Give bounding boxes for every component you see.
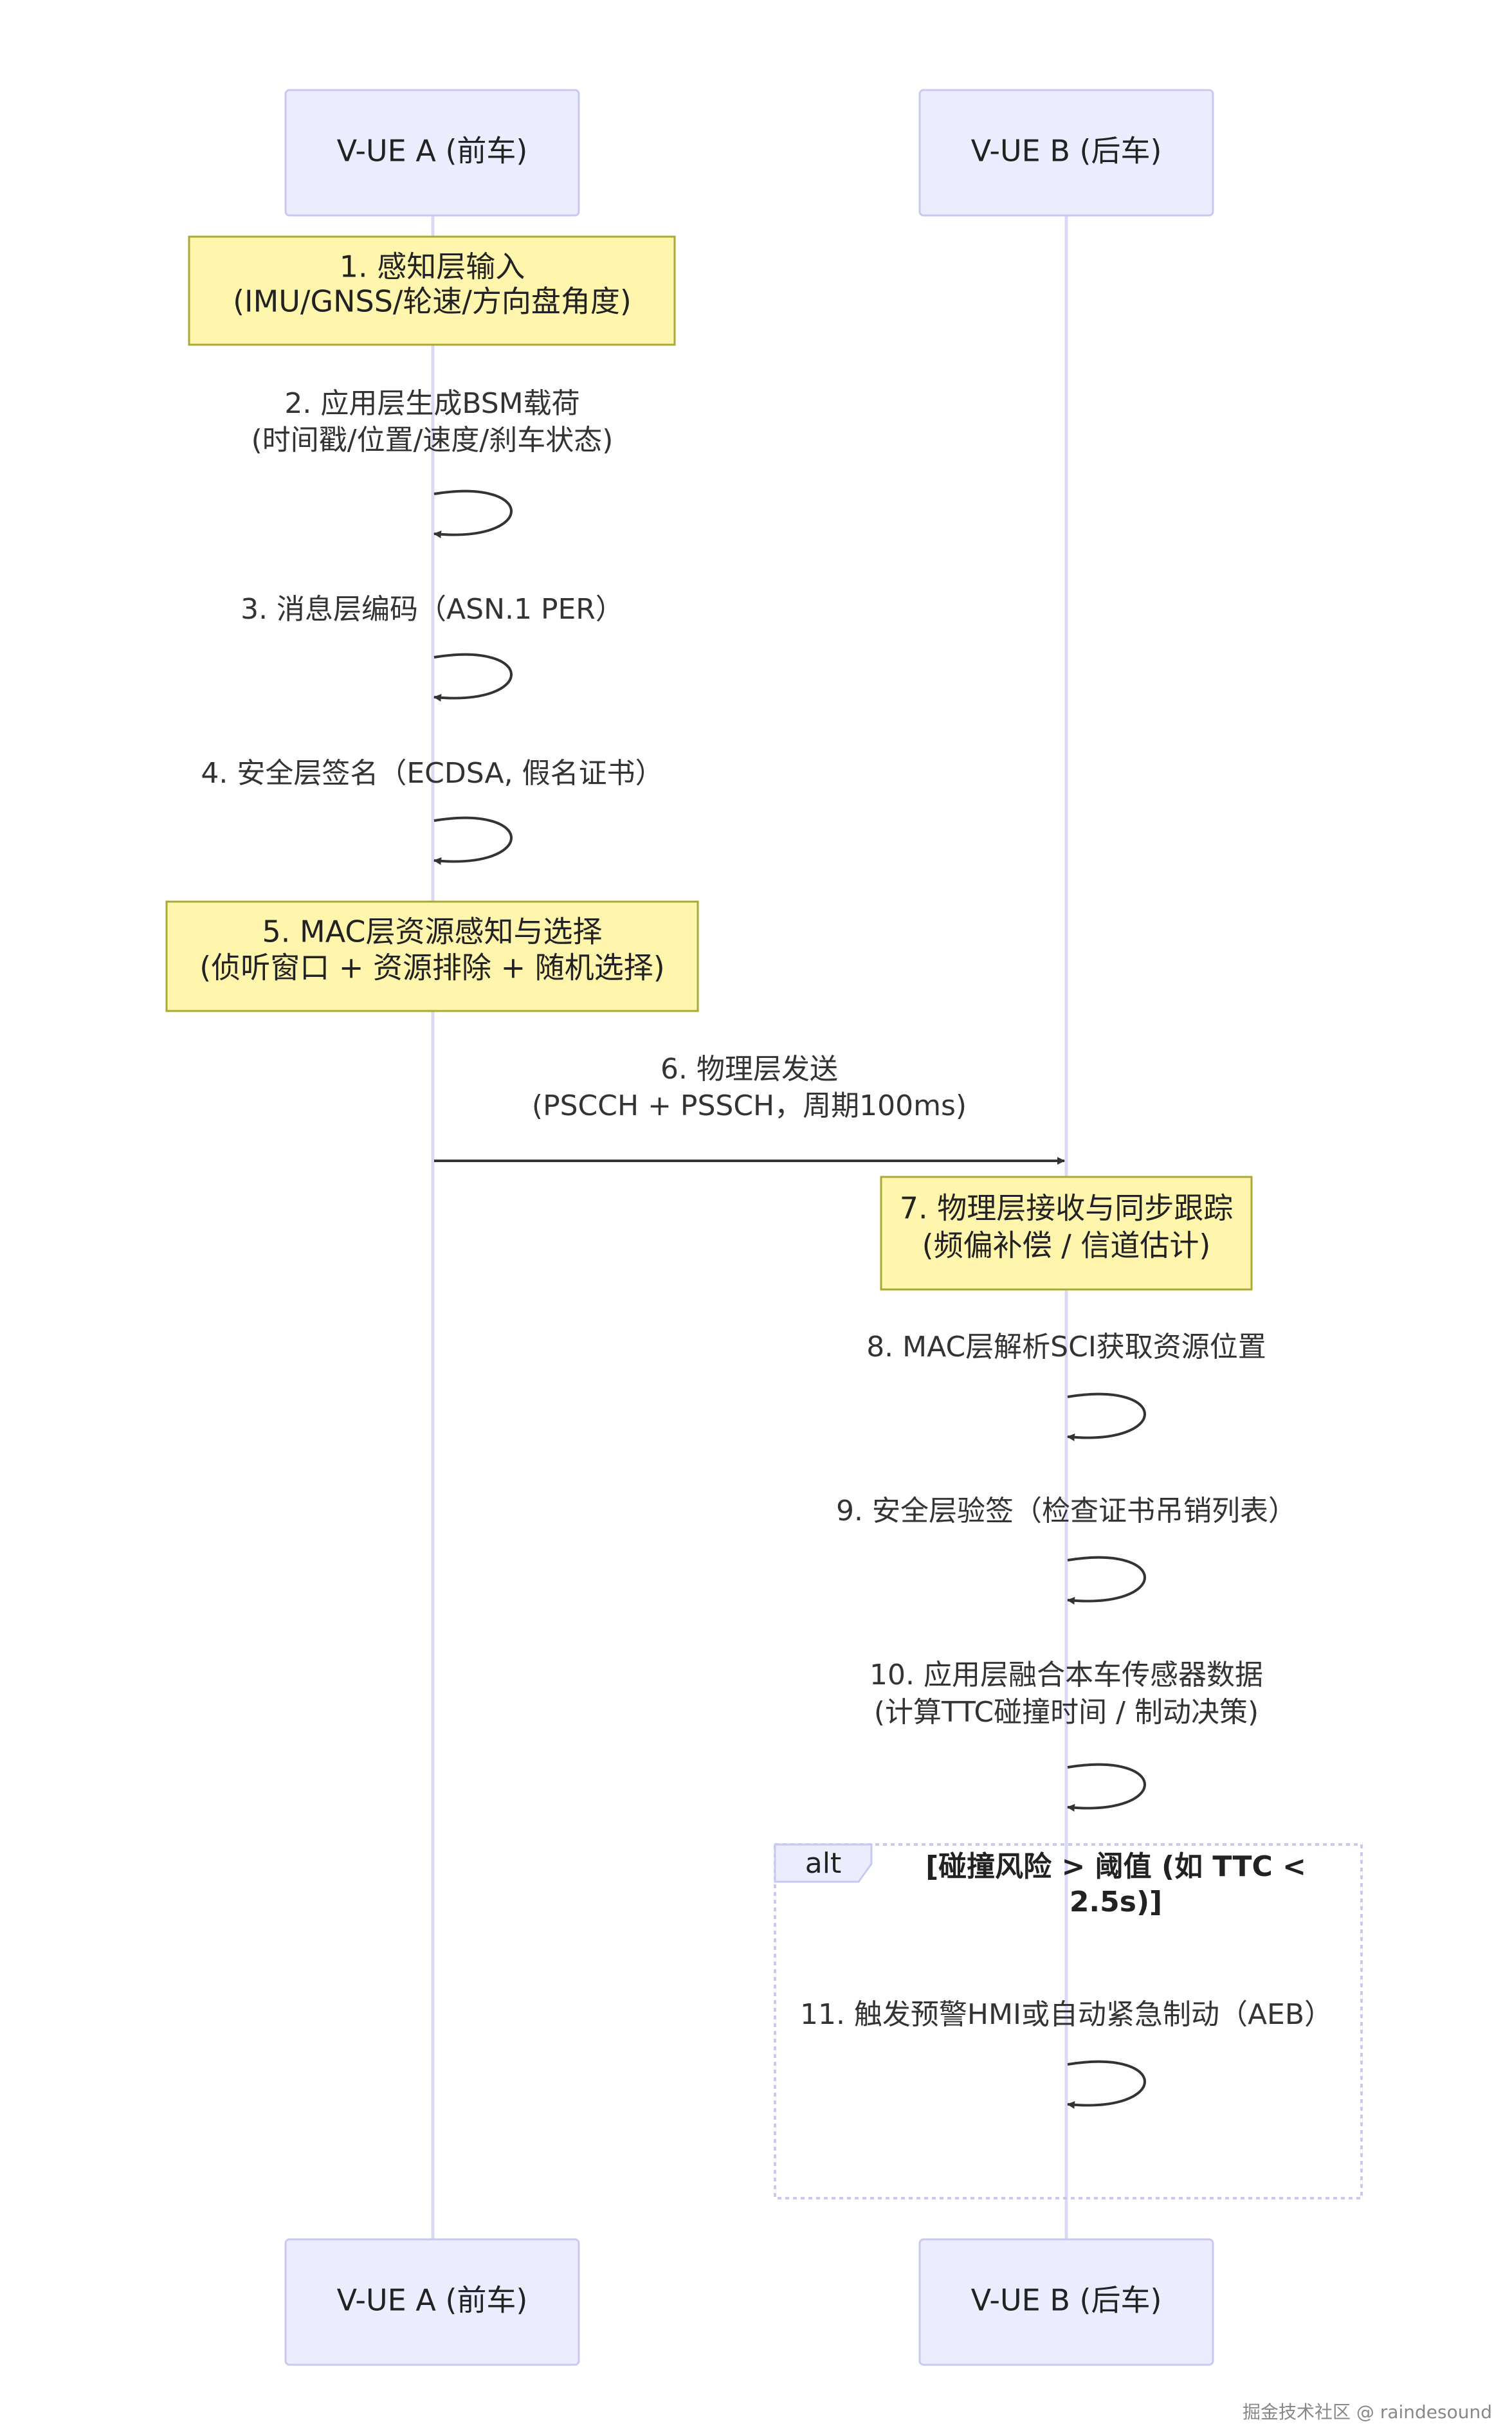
message-6-line-2: (PSCCH + PSSCH，周期100ms): [532, 1089, 967, 1122]
alt-fragment: alt [碰撞风险 > 阈值 (如 TTC < 2.5s)]: [774, 1843, 1363, 2199]
note-5-line-1: 5. MAC层资源感知与选择: [262, 915, 603, 949]
message-2-arrow: [433, 489, 513, 538]
message-9-arrow: [1067, 1556, 1146, 1605]
message-9-line-1: 9. 安全层验签（检查证书吊销列表）: [836, 1495, 1297, 1527]
note-1-line-2: (IMU/GNSS/轮速/方向盘角度): [233, 284, 632, 319]
message-3-arrow: [433, 653, 513, 702]
message-4-line-1: 4. 安全层签名（ECDSA, 假名证书）: [201, 757, 663, 790]
message-6-line-1: 6. 物理层发送: [660, 1053, 838, 1086]
message-8-arrow: [1067, 1392, 1146, 1441]
note-1: 1. 感知层输入 (IMU/GNSS/轮速/方向盘角度): [188, 235, 676, 346]
note-7: 7. 物理层接收与同步跟踪 (频偏补偿 / 信道估计): [880, 1176, 1253, 1291]
note-5: 5. MAC层资源感知与选择 (侦听窗口 + 资源排除 + 随机选择): [165, 900, 699, 1012]
note-5-line-2: (侦听窗口 + 资源排除 + 随机选择): [199, 951, 664, 985]
message-4-arrow: [433, 816, 513, 865]
participant-a-bottom[interactable]: V-UE A (前车): [284, 2238, 580, 2366]
watermark: 掘金技术社区 @ raindesound: [1243, 2401, 1492, 2423]
message-10-arrow: [1067, 1763, 1146, 1812]
message-2-line-2: (时间戳/位置/速度/刹车状态): [251, 424, 614, 457]
message-10-line-2: (计算TTC碰撞时间 / 制动决策): [874, 1696, 1259, 1729]
alt-condition-line-1: [碰撞风险 > 阈值 (如 TTC <: [925, 1850, 1306, 1883]
message-11-arrow: [1067, 2060, 1146, 2109]
alt-condition-line-2: 2.5s)]: [1070, 1886, 1162, 1918]
message-11-line-1: 11. 触发预警HMI或自动紧急制动（AEB）: [800, 1998, 1333, 2031]
alt-label: alt: [805, 1847, 841, 1880]
note-7-line-2: (频偏补偿 / 信道估计): [922, 1228, 1211, 1263]
message-10-line-1: 10. 应用层融合本车传感器数据: [870, 1659, 1263, 1691]
participant-b-bottom-label: V-UE B (后车): [971, 2283, 1162, 2318]
note-7-line-1: 7. 物理层接收与同步跟踪: [900, 1191, 1234, 1226]
message-2-line-1: 2. 应用层生成BSM载荷: [284, 387, 579, 420]
note-1-line-1: 1. 感知层输入: [340, 250, 525, 284]
participant-b-top[interactable]: V-UE B (后车): [918, 89, 1214, 217]
participant-b-bottom[interactable]: V-UE B (后车): [918, 2238, 1214, 2366]
participant-a-bottom-label: V-UE A (前车): [337, 2283, 528, 2318]
participant-a-top-label: V-UE A (前车): [337, 134, 528, 168]
message-3-line-1: 3. 消息层编码（ASN.1 PER）: [241, 593, 624, 626]
message-8-line-1: 8. MAC层解析SCI获取资源位置: [866, 1331, 1266, 1363]
participant-a-top[interactable]: V-UE A (前车): [284, 89, 580, 217]
participant-b-top-label: V-UE B (后车): [971, 134, 1162, 168]
